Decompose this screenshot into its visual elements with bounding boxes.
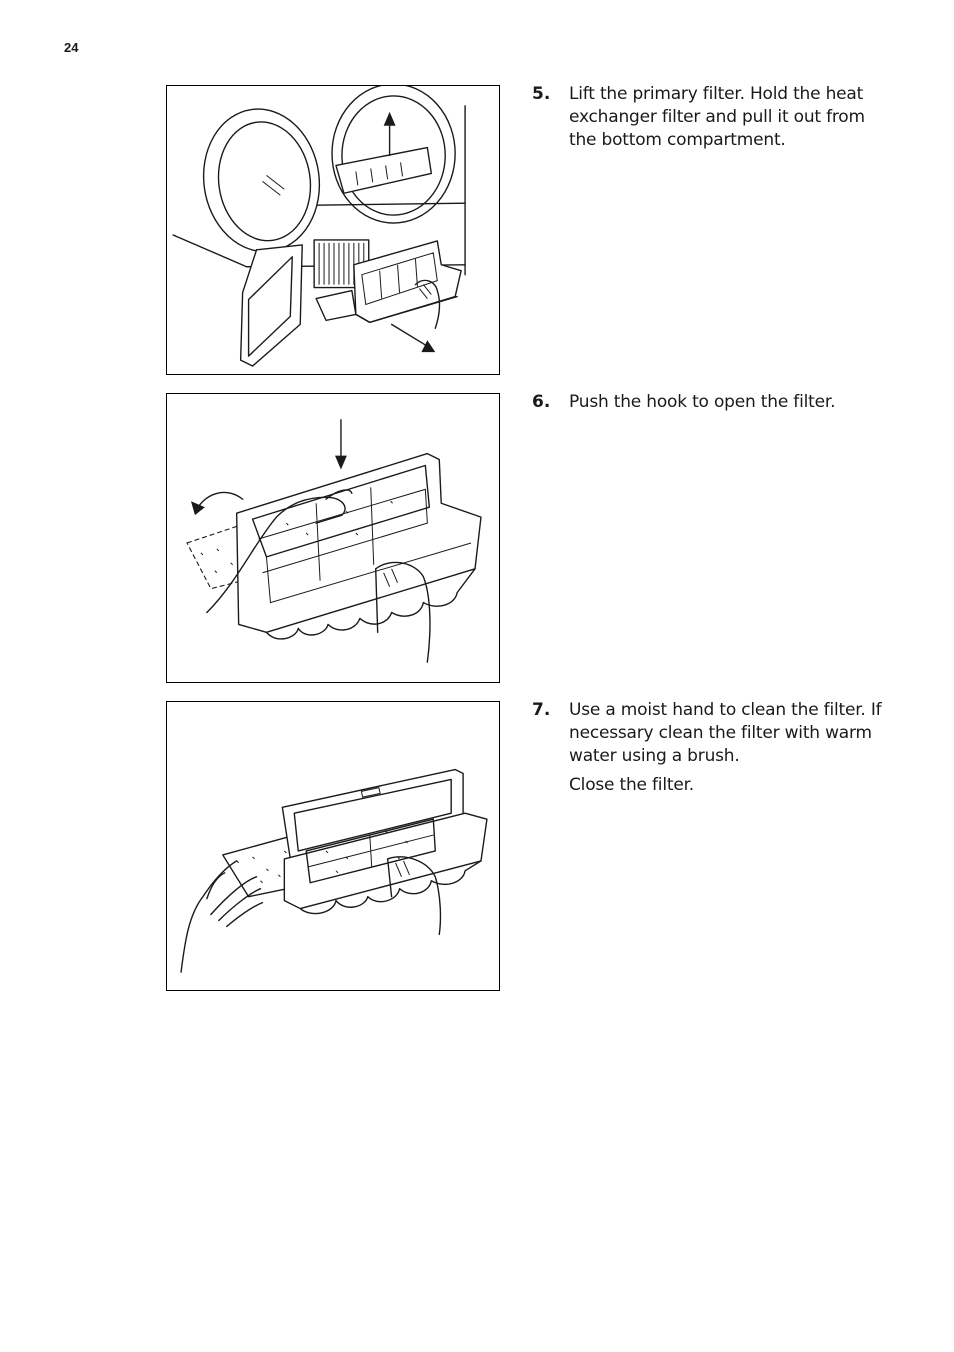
step-7: 7. Use a moist hand to clean the filter.… xyxy=(532,699,892,797)
step-number: 7. xyxy=(532,700,551,720)
page-number: 24 xyxy=(64,40,79,55)
filter-open-illustration xyxy=(186,419,482,663)
step-number: 6. xyxy=(532,392,551,412)
figure-push-hook xyxy=(166,393,500,683)
step-number: 5. xyxy=(532,84,551,104)
step-text: Push the hook to open the filter. xyxy=(569,392,836,412)
figure-clean-filter xyxy=(166,701,500,991)
step-text: Lift the primary filter. Hold the heat e… xyxy=(569,84,865,150)
step-note: Close the filter. xyxy=(569,775,695,795)
figure-remove-heat-exchanger-filter xyxy=(166,85,500,375)
filter-clean-illustration xyxy=(180,768,488,973)
step-5: 5. Lift the primary filter. Hold the hea… xyxy=(532,83,892,152)
step-text: Use a moist hand to clean the filter. If… xyxy=(569,700,882,766)
dryer-illustration xyxy=(172,86,466,367)
step-6: 6. Push the hook to open the filter. xyxy=(532,391,892,414)
